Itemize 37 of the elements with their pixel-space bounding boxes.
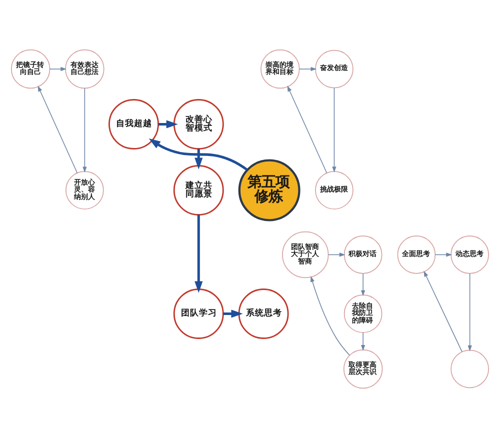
node-circle: 建立共同愿景 (173, 165, 224, 216)
arrow (223, 310, 243, 318)
node-circle: 积极对话 (344, 236, 382, 274)
node-circle: 自我超越 (108, 99, 159, 150)
arrow (361, 332, 366, 351)
node-circle: 改善心智模式 (173, 99, 224, 150)
node-circle: 全面思考 (397, 236, 436, 274)
arrow (434, 252, 452, 257)
node-circle: 把镜子转向自己 (10, 49, 50, 89)
arrow (298, 66, 317, 72)
arrow (148, 138, 248, 171)
arrow (194, 148, 203, 170)
arrow (287, 86, 328, 174)
node-circle (450, 350, 489, 388)
node-circle: 去除自我防卫的障碍 (344, 294, 382, 333)
arrow (468, 273, 472, 352)
node-circle: 崇高的境界和目标 (260, 49, 300, 89)
arrow (82, 88, 87, 173)
arrow (310, 276, 350, 356)
node-circle: 取得更高层次共识 (343, 349, 383, 389)
node-circle: 团队智商大于个人智商 (282, 231, 329, 278)
node-circle: 有效表达自己想法 (65, 49, 104, 89)
node-circle: 团队学习 (173, 288, 224, 339)
node-circle: 开放心灵、容纳别人 (66, 171, 104, 210)
arrow (38, 86, 78, 174)
arrow (49, 66, 67, 72)
arrow (194, 214, 203, 293)
node-circle: 动态思考 (450, 236, 489, 274)
arrow (361, 273, 366, 296)
node-circle: 第五项修炼 (238, 159, 300, 222)
arrow (328, 252, 346, 257)
node-circle: 挑战极限 (315, 171, 354, 210)
node-circle: 系统思考 (238, 288, 289, 339)
arrow (424, 270, 462, 352)
arrow (158, 120, 178, 128)
arrow (332, 88, 336, 173)
node-circle: 奋发创造 (315, 50, 354, 88)
